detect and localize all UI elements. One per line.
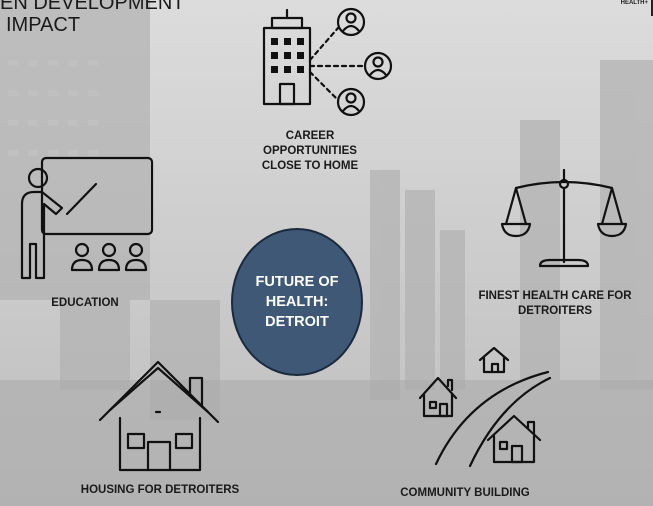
hub-future-of-health: FUTURE OF HEALTH: DETROIT <box>231 228 363 376</box>
house-icon <box>98 360 220 472</box>
education-label: EDUCATION <box>51 297 119 309</box>
balance-scale-icon <box>500 168 628 268</box>
houses-road-icon <box>418 346 552 468</box>
logo-bar <box>651 0 653 16</box>
heading-line-2: IMPACT <box>6 14 81 36</box>
logo-text: HEALTH+ <box>620 0 648 6</box>
community-label: COMMUNITY BUILDING <box>400 487 530 499</box>
career-label: CAREER OPPORTUNITIES CLOSE TO HOME <box>261 130 359 172</box>
office-building-network-icon <box>262 7 393 117</box>
slide-heading: EN DEVELOPMENT IMPACT <box>0 0 184 36</box>
hub-label: FUTURE OF HEALTH: DETROIT <box>255 274 339 330</box>
health-care-label: FINEST HEALTH CARE FOR DETROITERS <box>478 290 632 317</box>
heading-line-1: EN DEVELOPMENT <box>0 0 185 14</box>
teacher-classroom-icon <box>20 156 154 280</box>
housing-label: HOUSING FOR DETROITERS <box>80 484 240 496</box>
brand-logo: HEALTH+ <box>621 0 653 16</box>
